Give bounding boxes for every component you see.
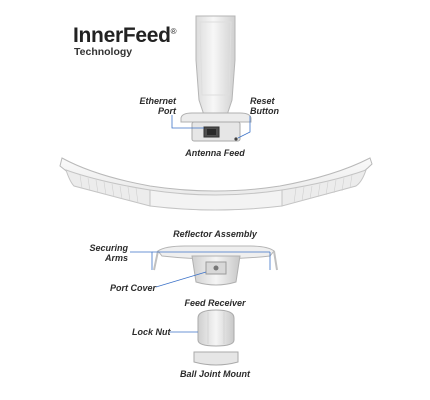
antenna-feed-leaders: [171, 115, 251, 139]
label-ball-joint-mount: Ball Joint Mount: [180, 369, 250, 379]
label-reflector-assembly: Reflector Assembly: [173, 229, 257, 239]
antenna-feed-part: [180, 15, 252, 142]
label-antenna-feed: Antenna Feed: [185, 148, 245, 158]
logo-brand: InnerFeed®: [73, 24, 177, 47]
ball-joint-mount-part: [193, 351, 239, 366]
feed-receiver-leaders: [130, 251, 271, 288]
label-feed-receiver: Feed Receiver: [184, 298, 246, 308]
reflector-dish-part: [59, 157, 373, 211]
label-lock-nut: Lock Nut: [132, 327, 171, 337]
lock-nut-part: [197, 309, 235, 347]
label-port-cover: Port Cover: [110, 283, 157, 293]
feed-receiver-part: [153, 245, 278, 286]
logo-subtitle: Technology: [74, 46, 133, 58]
